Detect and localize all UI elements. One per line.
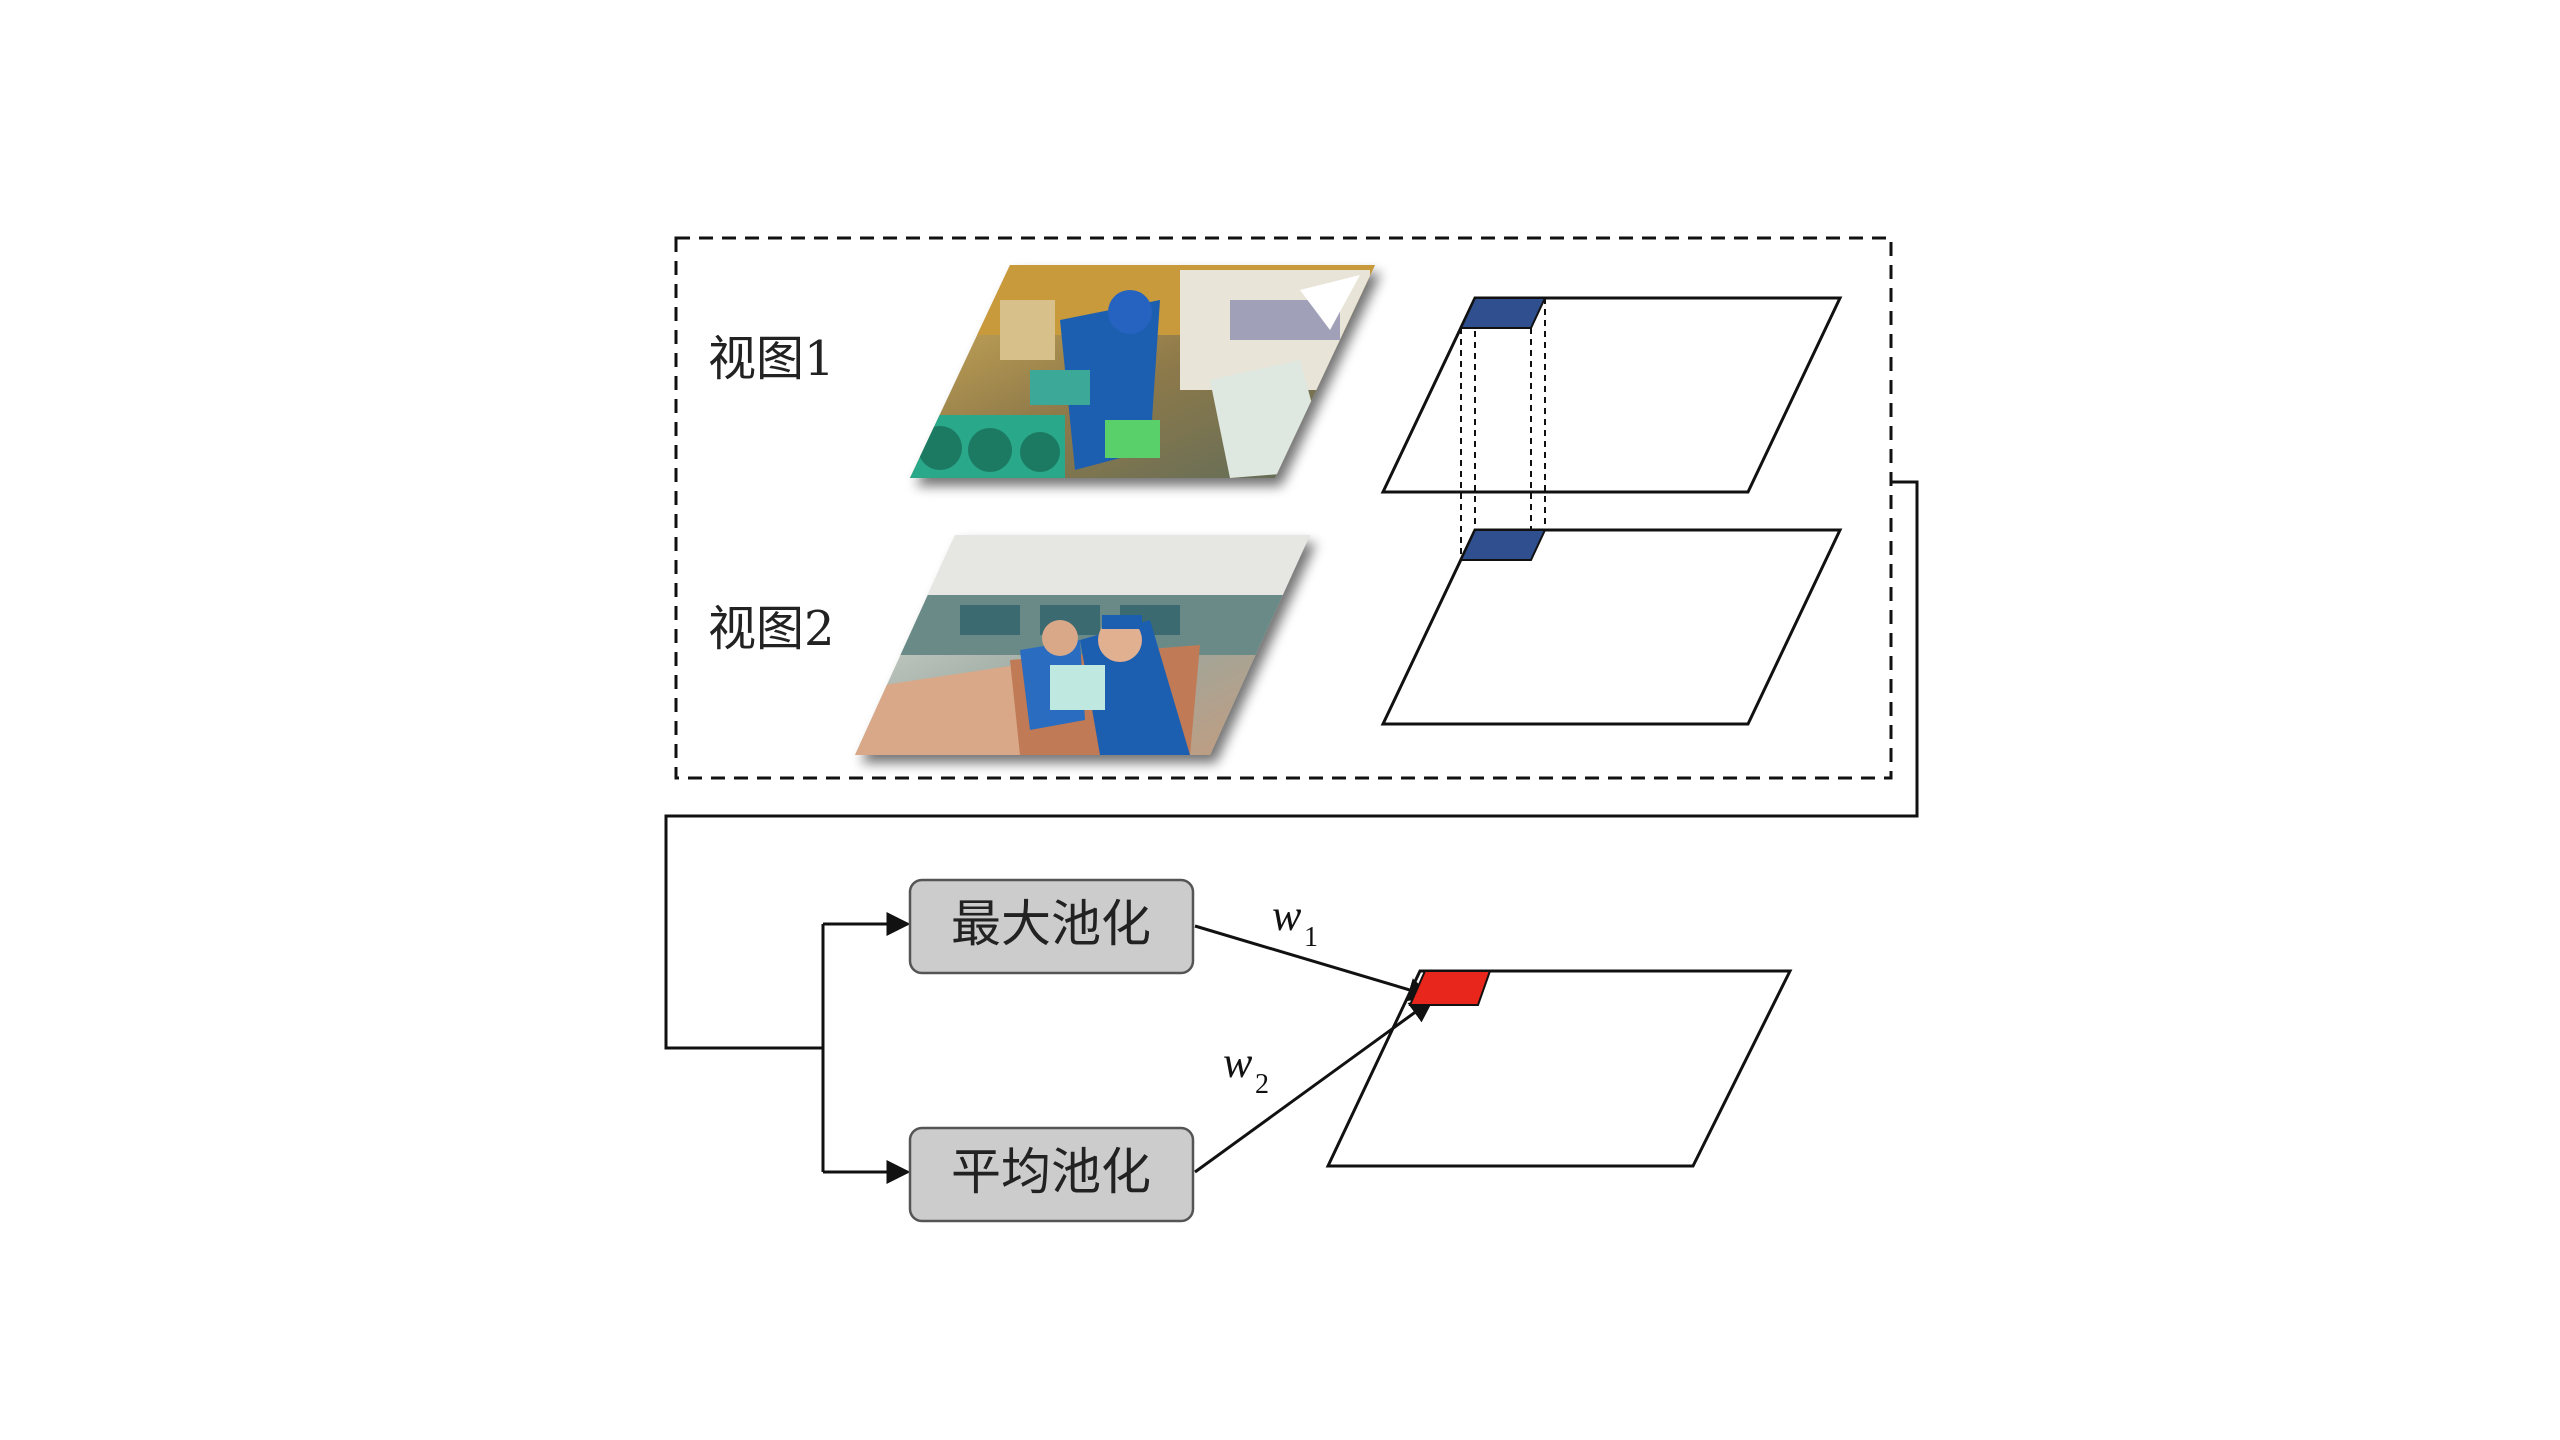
svg-text:1: 1 — [1304, 922, 1318, 953]
svg-text:w: w — [1223, 1038, 1253, 1087]
weight-label-2: w 2 — [1223, 1038, 1269, 1100]
view-1-image — [910, 265, 1375, 478]
view-1-label: 视图1 — [708, 331, 835, 387]
svg-text:2: 2 — [1255, 1069, 1269, 1100]
views-dashed-frame — [674, 236, 1893, 780]
svg-text:w: w — [1272, 891, 1302, 940]
weighted-arrow-max — [1194, 924, 1433, 1002]
feature-map-1 — [1380, 296, 1843, 494]
weighted-arrow-avg — [1194, 998, 1434, 1174]
feature-cell-1 — [1459, 297, 1547, 329]
max-pooling-label: 最大池化 — [951, 895, 1151, 953]
connector-line — [664, 480, 1919, 1050]
view-2-image — [855, 535, 1310, 755]
feature-map-2 — [1380, 528, 1843, 726]
avg-pooling-box: 平均池化 — [908, 1126, 1195, 1223]
feature-cell-2 — [1459, 529, 1547, 561]
view-2-label: 视图2 — [708, 601, 835, 657]
avg-pooling-label: 平均池化 — [951, 1143, 1151, 1201]
cell-projection-lines — [1460, 298, 1546, 560]
max-pooling-box: 最大池化 — [908, 878, 1195, 975]
weight-label-1: w 1 — [1272, 891, 1318, 953]
output-cell — [1408, 970, 1492, 1006]
output-feature-map — [1325, 969, 1793, 1168]
